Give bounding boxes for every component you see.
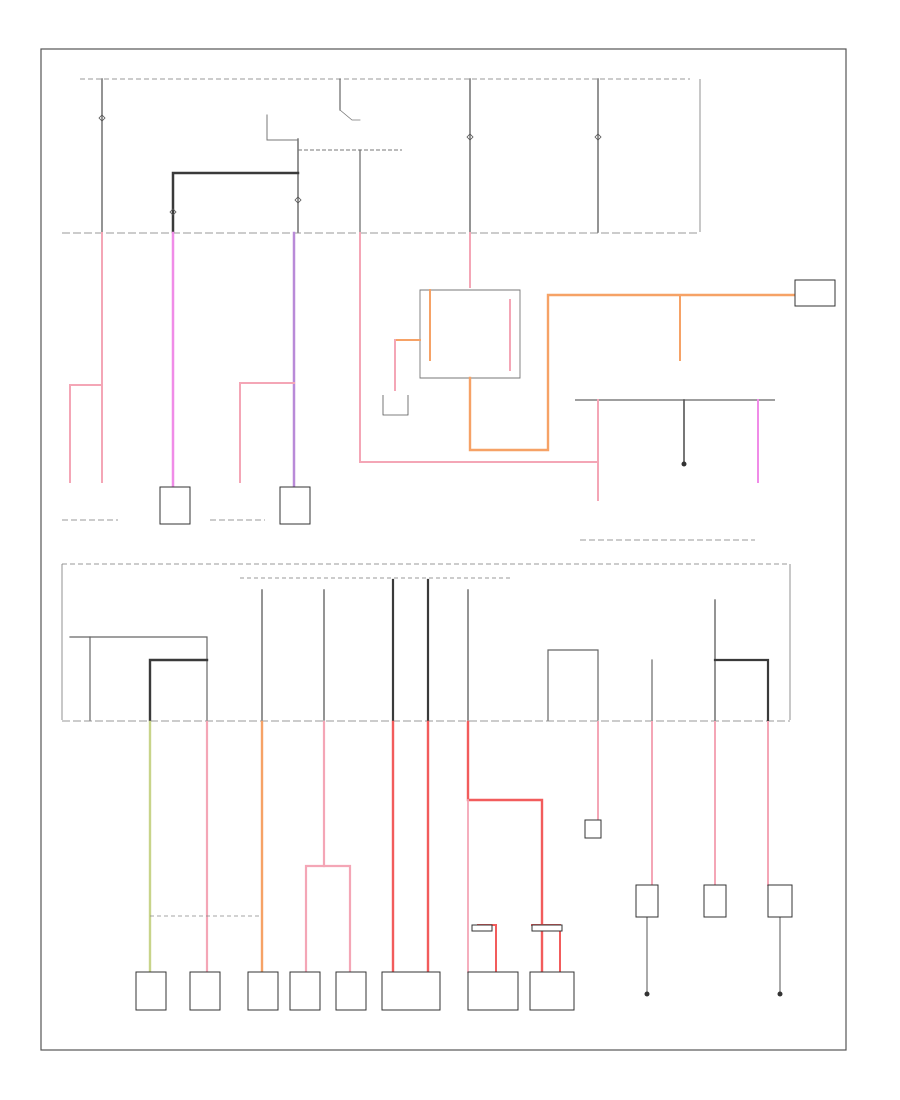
lower-harness-wires <box>148 720 781 993</box>
component-box <box>289 971 321 1011</box>
component-box <box>135 971 167 1011</box>
component-box <box>335 971 367 1011</box>
diagram-frame <box>40 48 847 1051</box>
component-box <box>471 924 493 932</box>
component-box <box>247 971 279 1011</box>
component-box <box>189 971 221 1011</box>
component-box <box>794 279 836 307</box>
component-box <box>529 971 575 1011</box>
ground-icon <box>644 991 650 997</box>
component-box <box>531 924 563 932</box>
ground-icon <box>777 991 783 997</box>
component-box <box>159 486 191 525</box>
component-box <box>279 486 311 525</box>
component-box <box>635 884 659 918</box>
upper-components <box>62 279 836 541</box>
upper-harness-wires <box>69 231 797 501</box>
ground-icon <box>681 461 687 467</box>
lower-components <box>135 819 793 1011</box>
component-box <box>467 971 519 1011</box>
upper-fuse-block <box>62 78 701 234</box>
component-box <box>381 971 441 1011</box>
component-box <box>703 884 727 918</box>
component-box <box>584 819 602 839</box>
component-box <box>767 884 793 918</box>
lower-fuse-block <box>61 563 791 722</box>
sensor-symbol <box>382 395 409 416</box>
